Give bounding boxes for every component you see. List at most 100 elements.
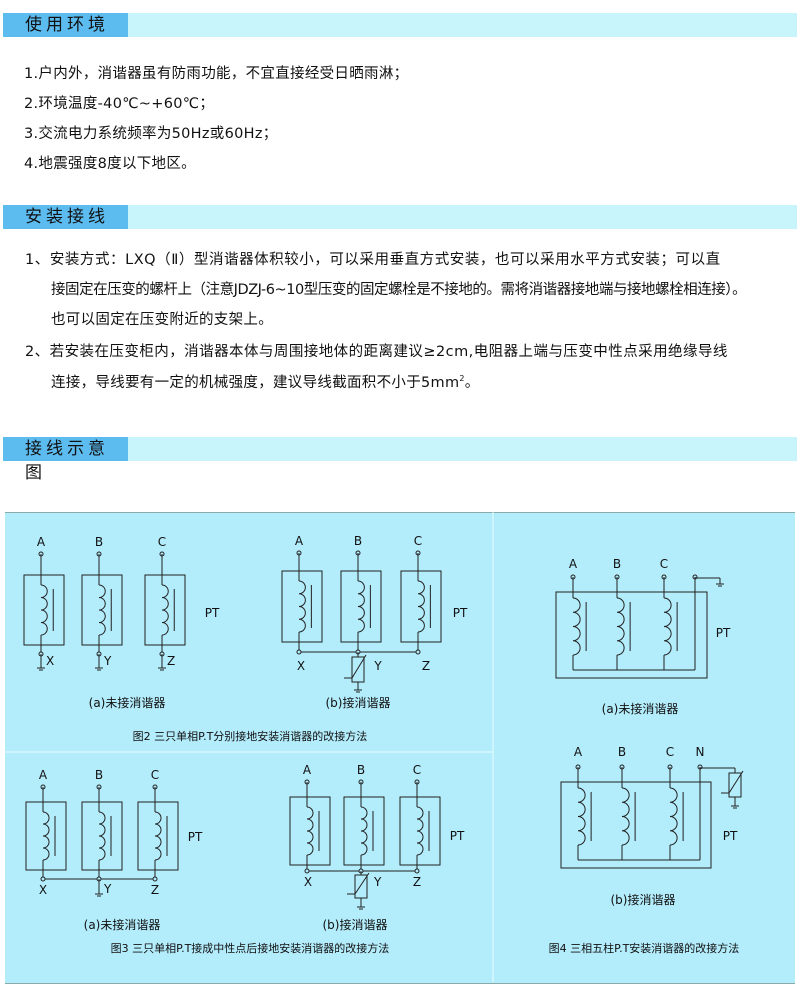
phase-label: A bbox=[295, 534, 304, 548]
section-title: 使用环境 bbox=[3, 13, 128, 37]
phase-label: C bbox=[151, 768, 159, 782]
end-label: X bbox=[46, 654, 54, 668]
pt-label: PT bbox=[453, 606, 468, 620]
end-label: Z bbox=[413, 875, 421, 889]
end-label: Y bbox=[103, 882, 112, 896]
coil-winding bbox=[98, 811, 106, 861]
end-label: Z bbox=[167, 654, 175, 668]
terminal bbox=[415, 649, 421, 655]
coil-winding bbox=[669, 787, 678, 846]
end-label: X bbox=[304, 875, 312, 889]
pt-box bbox=[25, 801, 67, 871]
terminal bbox=[296, 649, 302, 655]
pt-box bbox=[289, 796, 331, 866]
pt-label: PT bbox=[205, 606, 220, 620]
figure-4-caption: 图4 三相五柱P.T安装消谐器的改接方法 bbox=[549, 941, 740, 955]
coil-winding bbox=[572, 597, 581, 656]
pt-box bbox=[281, 570, 323, 643]
coil-winding bbox=[298, 580, 306, 633]
phase-label: A bbox=[574, 745, 583, 759]
caption-a: (a)未接消谐器 bbox=[602, 701, 679, 716]
coil-winding bbox=[98, 584, 106, 636]
coil-winding bbox=[577, 787, 586, 846]
coil-winding bbox=[357, 580, 365, 633]
phase-label: B bbox=[95, 768, 103, 782]
coil-winding bbox=[663, 597, 672, 656]
caption-b: (b)接消谐器 bbox=[326, 695, 391, 710]
phase-label: B bbox=[357, 763, 365, 777]
pt-label: PT bbox=[723, 829, 738, 843]
end-label: Y bbox=[103, 654, 112, 668]
pt-label: PT bbox=[188, 830, 203, 844]
coil-winding bbox=[616, 597, 625, 656]
pt-box bbox=[23, 574, 65, 646]
env-item: 1.户内外，消谐器虽有防雨功能，不宜直接经受日晒雨淋； bbox=[24, 66, 409, 82]
phase-label: B bbox=[354, 534, 362, 548]
pt-label: PT bbox=[450, 829, 465, 843]
coil-winding bbox=[40, 584, 48, 636]
install-line: 2、若安装在压变柜内，消谐器本体与周围接地体的距离建议≥2cm,电阻器上端与压变… bbox=[25, 344, 728, 360]
section-header-install: 安装接线 bbox=[3, 205, 797, 229]
terminal bbox=[304, 868, 310, 874]
phase-label: A bbox=[39, 768, 48, 782]
varistor bbox=[354, 872, 370, 895]
end-label: X bbox=[39, 883, 47, 897]
caption-b: (b)接消谐器 bbox=[611, 892, 676, 907]
coil-winding bbox=[42, 811, 50, 861]
install-line-text: 连接，导线要有一定的机械强度，建议导线截面积不小于5mm bbox=[51, 375, 460, 391]
terminal bbox=[152, 876, 158, 882]
phase-label: B bbox=[95, 535, 103, 549]
coil-winding bbox=[416, 806, 424, 856]
end-label: Y bbox=[373, 659, 382, 673]
install-line-end: 。 bbox=[464, 375, 480, 391]
neutral-label: N bbox=[696, 745, 705, 759]
env-item: 4.地震强度8度以下地区。 bbox=[24, 156, 196, 172]
coil-winding bbox=[306, 806, 314, 856]
coil-winding bbox=[417, 580, 425, 633]
phase-label: A bbox=[303, 763, 312, 777]
pt-tank bbox=[560, 781, 712, 869]
install-line: 1、安装方式：LXQ（Ⅱ）型消谐器体积较小，可以采用垂直方式安装，也可以采用水平… bbox=[25, 252, 721, 268]
end-label: Z bbox=[151, 883, 159, 897]
phase-label: B bbox=[613, 557, 621, 571]
pt-label: PT bbox=[716, 626, 731, 640]
coil-winding bbox=[161, 584, 169, 636]
env-item: 3.交流电力系统频率为50Hz或60Hz； bbox=[24, 126, 278, 142]
varistor bbox=[351, 654, 367, 679]
coil-winding bbox=[154, 811, 162, 861]
pt-box bbox=[144, 574, 186, 646]
coil-winding bbox=[621, 787, 630, 846]
caption-a: (a)未接消谐器 bbox=[84, 917, 161, 932]
terminal bbox=[40, 876, 46, 882]
pt-box bbox=[343, 796, 385, 866]
section-header-diagram: 接线示意图 bbox=[3, 437, 797, 483]
phase-label: C bbox=[413, 763, 421, 777]
pt-tank bbox=[555, 591, 708, 679]
terminal bbox=[414, 868, 420, 874]
wiring-diagram-panel bbox=[5, 512, 795, 984]
phase-label: C bbox=[666, 745, 674, 759]
pt-box bbox=[81, 574, 123, 646]
pt-box bbox=[399, 796, 441, 866]
pt-box bbox=[137, 801, 179, 871]
coil-winding bbox=[360, 806, 368, 856]
section-title: 安装接线 bbox=[3, 205, 128, 229]
figure-2-caption: 图2 三只单相P.T分别接地安装消谐器的改接方法 bbox=[133, 729, 368, 743]
install-line: 接固定在压变的螺杆上（注意JDZJ-6~10型压变的固定螺栓是不接地的。需将消谐… bbox=[51, 282, 747, 298]
pt-box bbox=[400, 570, 442, 643]
superscript: 2 bbox=[459, 374, 465, 384]
env-item: 2.环境温度-40℃~+60℃； bbox=[24, 96, 215, 112]
phase-label: C bbox=[660, 557, 668, 571]
figure-3-caption: 图3 三只单相P.T接成中性点后接地安装消谐器的改接方法 bbox=[111, 941, 390, 955]
caption-b: (b)接消谐器 bbox=[323, 917, 388, 932]
phase-label: A bbox=[569, 557, 578, 571]
end-label: Z bbox=[422, 659, 430, 673]
end-label: X bbox=[297, 659, 305, 673]
install-line: 连接，导线要有一定的机械强度，建议导线截面积不小于5mm2。 bbox=[51, 371, 480, 392]
section-title: 接线示意图 bbox=[3, 437, 128, 483]
phase-label: A bbox=[37, 535, 46, 549]
phase-label: C bbox=[158, 535, 166, 549]
varistor bbox=[728, 770, 744, 794]
